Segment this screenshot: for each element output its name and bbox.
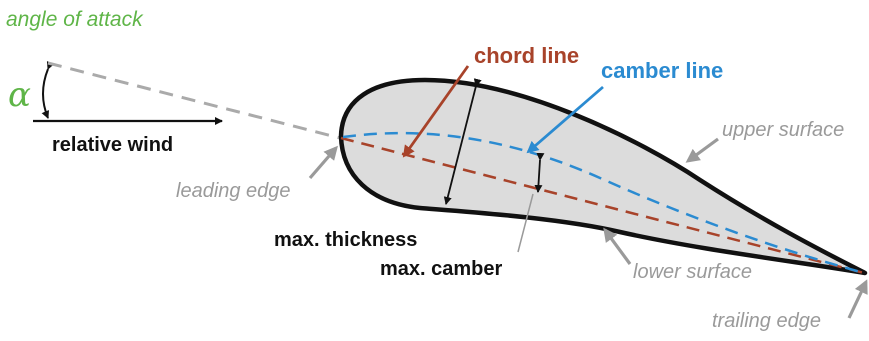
camber-line: [342, 131, 865, 275]
lower-surface-label: lower surface: [633, 261, 752, 283]
upper-surface-pointer: [685, 137, 719, 163]
trailing-edge-pointer: [847, 279, 868, 319]
chord-line-pointer: [402, 65, 470, 158]
max-camber-leader: [517, 193, 534, 253]
trailing-edge-label: trailing edge: [712, 310, 821, 332]
max-thickness-arrow: [443, 78, 482, 205]
max-thickness-label: max. thickness: [274, 229, 418, 251]
angle-arc: [41, 61, 55, 119]
leading-edge-label: leading edge: [176, 180, 291, 202]
relative-wind-label: relative wind: [52, 134, 174, 156]
lower-surface-pointer: [603, 227, 632, 265]
leading-edge-pointer: [308, 145, 338, 180]
max-camber-arrow: [534, 152, 545, 193]
angle-of-attack-label: angle of attack: [6, 8, 143, 31]
upper-surface-label: upper surface: [722, 119, 845, 141]
camber-line-label: camber line: [601, 58, 724, 83]
airfoil-shape: [338, 77, 868, 276]
max-camber-label: max. camber: [380, 258, 503, 280]
chord-line: [340, 136, 865, 275]
extended-chord-line: [47, 61, 341, 140]
chord-line-label: chord line: [474, 43, 580, 68]
alpha-symbol: α: [8, 75, 31, 115]
camber-line-pointer: [526, 85, 604, 154]
